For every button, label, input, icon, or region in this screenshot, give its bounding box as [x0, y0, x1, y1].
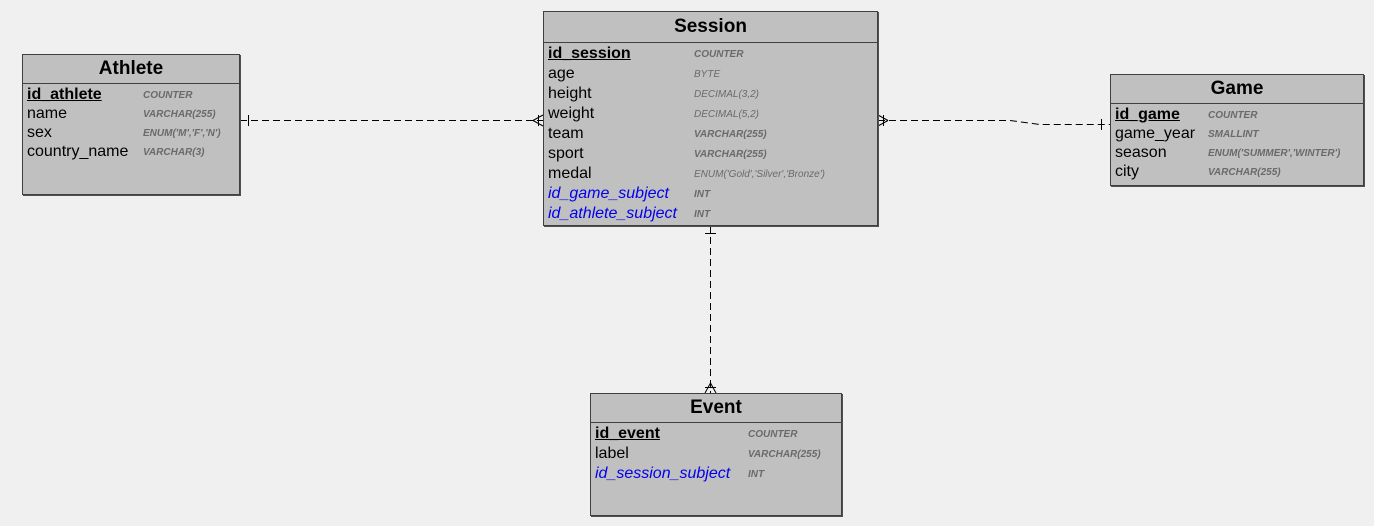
attribute-name: season: [1115, 144, 1167, 161]
entity-athlete[interactable]: Athlete id_athlete COUNTER name VARCHAR(…: [22, 54, 240, 195]
attribute-type: SMALLINT: [1208, 129, 1259, 140]
attribute-type: INT: [694, 189, 711, 200]
foreign-key-name: id_game_subject: [548, 185, 669, 202]
entity-session[interactable]: Session id_session COUNTER age BYTE heig…: [543, 11, 878, 226]
attribute-name: name: [27, 105, 68, 122]
attribute-type: INT: [748, 469, 765, 480]
attribute-name: team: [548, 125, 584, 142]
relationship-game-session: [878, 120, 1110, 125]
attribute-row: id_session_subject INT: [591, 464, 841, 484]
attribute-name: height: [548, 85, 592, 102]
attribute-type: DECIMAL(5,2): [694, 109, 760, 120]
primary-key-name: id_athlete: [27, 86, 102, 103]
entity-title: Event: [591, 394, 841, 423]
attribute-type: VARCHAR(255): [694, 129, 767, 140]
attribute-name: sex: [27, 124, 52, 141]
attribute-type: COUNTER: [1208, 110, 1258, 121]
entity-title: Athlete: [23, 55, 239, 84]
attribute-row: weight DECIMAL(5,2): [544, 104, 877, 124]
attribute-name: country_name: [27, 143, 129, 160]
attribute-row: season ENUM('SUMMER','WINTER'): [1111, 143, 1363, 162]
attribute-type: COUNTER: [143, 90, 193, 101]
attribute-type: ENUM('Gold','Silver','Bronze'): [694, 169, 825, 180]
attribute-row: age BYTE: [544, 64, 877, 84]
foreign-key-name: id_athlete_subject: [548, 205, 677, 222]
attribute-type: VARCHAR(255): [1208, 167, 1281, 178]
attribute-type: INT: [694, 209, 711, 220]
primary-key-name: id_session: [548, 45, 631, 62]
attribute-type: ENUM('SUMMER','WINTER'): [1208, 148, 1341, 159]
attribute-type: ENUM('M','F','N'): [143, 128, 221, 139]
attribute-name: weight: [548, 105, 595, 122]
attribute-type: COUNTER: [748, 429, 798, 440]
attribute-name: age: [548, 65, 575, 82]
attribute-row: team VARCHAR(255): [544, 124, 877, 144]
attribute-row: id_athlete_subject INT: [544, 204, 877, 224]
attribute-row: sex ENUM('M','F','N'): [23, 123, 239, 142]
attribute-row: id_event COUNTER: [591, 424, 841, 444]
foreign-key-name: id_session_subject: [595, 465, 731, 482]
attribute-type: BYTE: [694, 69, 721, 80]
attribute-name: sport: [548, 145, 584, 162]
attribute-type: VARCHAR(255): [748, 449, 821, 460]
attribute-row: city VARCHAR(255): [1111, 162, 1363, 181]
attribute-row: id_session COUNTER: [544, 44, 877, 64]
attribute-name: city: [1115, 163, 1139, 180]
attribute-row: game_year SMALLINT: [1111, 124, 1363, 143]
attribute-row: sport VARCHAR(255): [544, 144, 877, 164]
attribute-row: height DECIMAL(3,2): [544, 84, 877, 104]
attribute-type: COUNTER: [694, 49, 744, 60]
attribute-row: id_game_subject INT: [544, 184, 877, 204]
attribute-row: medal ENUM('Gold','Silver','Bronze'): [544, 164, 877, 184]
attribute-row: label VARCHAR(255): [591, 444, 841, 464]
entity-title: Game: [1111, 75, 1363, 104]
attribute-row: country_name VARCHAR(3): [23, 142, 239, 161]
entity-game[interactable]: Game id_game COUNTER game_year SMALLINT …: [1110, 74, 1364, 186]
attribute-name: medal: [548, 165, 592, 182]
attribute-type: DECIMAL(3,2): [694, 89, 760, 100]
entity-event[interactable]: Event id_event COUNTER label VARCHAR(255…: [590, 393, 842, 516]
attribute-row: id_athlete COUNTER: [23, 85, 239, 104]
primary-key-name: id_game: [1115, 106, 1180, 123]
attribute-type: VARCHAR(255): [694, 149, 767, 160]
attribute-type: VARCHAR(255): [143, 109, 216, 120]
primary-key-name: id_event: [595, 425, 660, 442]
attribute-row: name VARCHAR(255): [23, 104, 239, 123]
attribute-name: label: [595, 445, 629, 462]
attribute-row: id_game COUNTER: [1111, 105, 1363, 124]
attribute-name: game_year: [1115, 125, 1196, 142]
attribute-type: VARCHAR(3): [143, 147, 205, 158]
entity-title: Session: [544, 12, 877, 43]
